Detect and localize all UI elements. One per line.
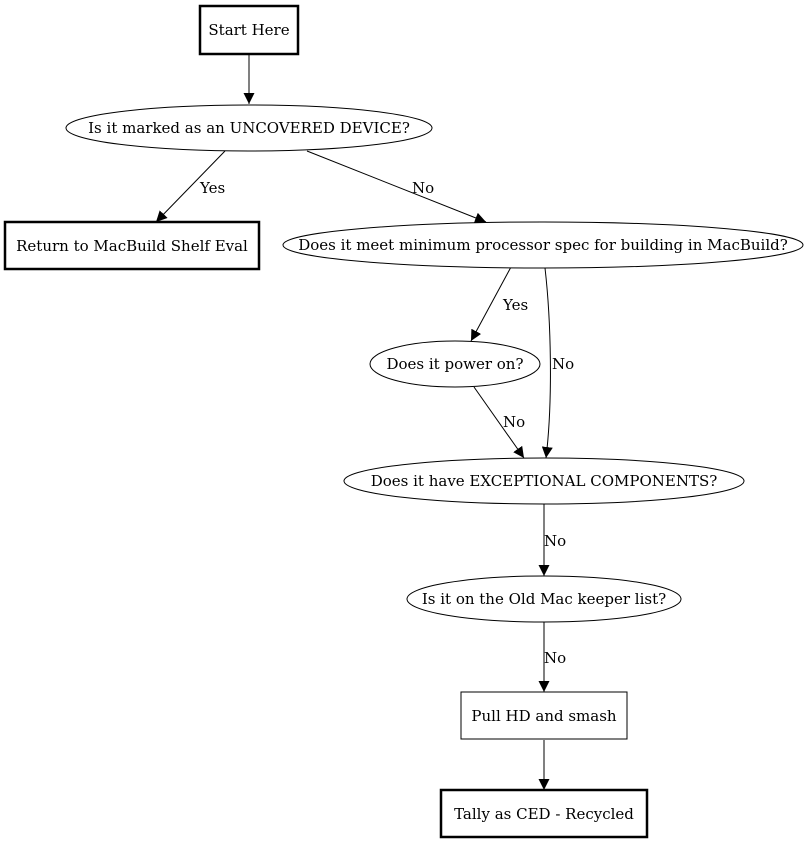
node-tally-box — [439, 788, 649, 839]
edge-uncovered-no — [306, 150, 487, 224]
node-start-box — [198, 4, 300, 56]
node-return-shelf-label: Return to MacBuild Shelf Eval — [16, 237, 248, 255]
edge-processor-no — [541, 267, 553, 459]
node-pull-hd-box — [460, 691, 628, 740]
edge-label-processor-yes: Yes — [502, 296, 528, 314]
edge-processor-yes — [470, 266, 512, 342]
edge-label-processor-no: No — [552, 355, 574, 373]
edge-label-uncovered-yes: Yes — [199, 179, 225, 197]
edge-label-power-no: No — [503, 413, 525, 431]
edge-label-exceptional-no: No — [544, 532, 566, 550]
node-return-shelf: Return to MacBuild Shelf Eval — [3, 220, 261, 271]
node-pull-hd-label: Pull HD and smash — [471, 707, 617, 725]
edges — [155, 55, 553, 790]
node-q-processor-ellipse — [282, 221, 804, 269]
edge-label-keeper-no: No — [544, 649, 566, 667]
node-q-keeper-label: Is it on the Old Mac keeper list? — [422, 590, 666, 608]
node-q-exceptional-ellipse — [343, 457, 745, 505]
node-q-exceptional-label: Does it have EXCEPTIONAL COMPONENTS? — [371, 472, 718, 490]
node-q-processor-label: Does it meet minimum processor spec for … — [298, 236, 788, 254]
node-pull-hd: Pull HD and smash — [460, 691, 628, 740]
node-q-processor: Does it meet minimum processor spec for … — [282, 221, 804, 269]
node-start: Start Here — [198, 4, 300, 56]
edge-labels: Yes No Yes No No No No — [199, 179, 574, 667]
node-q-uncovered-label: Is it marked as an UNCOVERED DEVICE? — [88, 119, 410, 137]
node-tally-label: Tally as CED - Recycled — [454, 805, 634, 823]
node-q-uncovered: Is it marked as an UNCOVERED DEVICE? — [65, 104, 433, 152]
node-q-power-ellipse — [369, 340, 541, 388]
node-q-keeper-ellipse — [406, 575, 682, 623]
node-q-power-label: Does it power on? — [386, 355, 523, 373]
edge-power-no — [473, 386, 525, 459]
node-tally: Tally as CED - Recycled — [439, 788, 649, 839]
edge-uncovered-yes — [155, 150, 226, 223]
node-q-keeper: Is it on the Old Mac keeper list? — [406, 575, 682, 623]
node-start-label: Start Here — [208, 21, 289, 39]
edge-label-uncovered-no: No — [412, 179, 434, 197]
node-q-power: Does it power on? — [369, 340, 541, 388]
node-q-exceptional: Does it have EXCEPTIONAL COMPONENTS? — [343, 457, 745, 505]
node-return-shelf-box — [3, 220, 261, 271]
node-q-uncovered-ellipse — [65, 104, 433, 152]
